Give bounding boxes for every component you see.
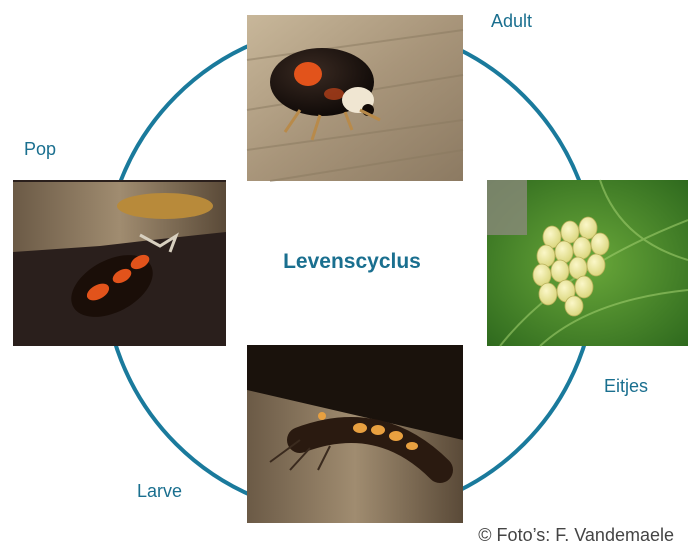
eggs-photo: [487, 180, 688, 346]
photo-credit: © Foto’s: F. Vandemaele: [478, 525, 674, 545]
larva-photo: [247, 345, 463, 523]
adult-photo: [247, 15, 463, 181]
pupa-photo: [13, 180, 226, 346]
stage-label-pupa: Pop: [24, 139, 56, 159]
stage-label-eggs: Eitjes: [604, 376, 648, 396]
diagram-title: Levenscyclus: [283, 250, 421, 273]
stage-label-adult: Adult: [491, 11, 532, 31]
stage-label-larva: Larve: [137, 481, 182, 501]
